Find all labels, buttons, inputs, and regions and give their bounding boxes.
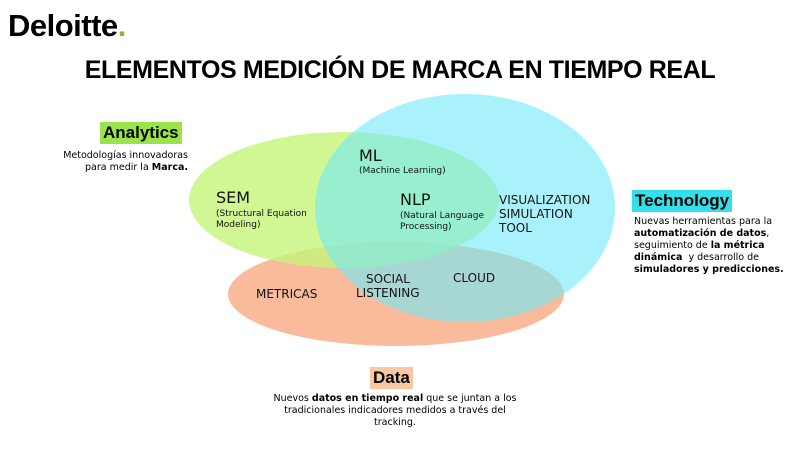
data-desc-line2: tradicionales indicadores medidos a trav… bbox=[284, 405, 506, 416]
listening-label: LISTENING bbox=[356, 286, 420, 300]
metricas-label: METRICAS bbox=[256, 287, 318, 301]
analytics-description: Metodologías innovadoras para medir la M… bbox=[8, 150, 188, 174]
cloud-label: CLOUD bbox=[453, 271, 496, 285]
analytics-desc-line2: para medir la Marca. bbox=[85, 162, 188, 173]
data-description: Nuevos datos en tiempo real que se junta… bbox=[240, 393, 550, 429]
nlp-label: NLP bbox=[400, 190, 431, 209]
technology-desc-line5: simuladores y predicciones. bbox=[634, 264, 784, 275]
social-label: SOCIAL bbox=[366, 272, 410, 286]
nlp-sublabel-1: (Natural Language bbox=[400, 211, 484, 221]
technology-tag: Technology bbox=[632, 190, 733, 212]
simulation-label: SIMULATION bbox=[499, 207, 573, 221]
analytics-tag: Analytics bbox=[100, 122, 182, 144]
sem-sublabel-1: (Structural Equation bbox=[216, 209, 307, 219]
ml-label: ML bbox=[359, 146, 382, 165]
ml-sublabel: (Machine Learning) bbox=[359, 166, 446, 176]
nlp-sublabel-2: Processing) bbox=[400, 222, 452, 232]
deloitte-logo: Deloitte. bbox=[8, 8, 126, 43]
visualization-label: VISUALIZATION bbox=[499, 193, 591, 207]
technology-desc-line2: automatización de datos, bbox=[634, 228, 770, 239]
technology-description: Nuevas herramientas para la automatizaci… bbox=[634, 216, 798, 276]
sem-label: SEM bbox=[216, 188, 251, 207]
analytics-desc-line1: Metodologías innovadoras bbox=[63, 150, 188, 161]
technology-desc-line4: dinámica y desarrollo de bbox=[634, 252, 759, 263]
sem-sublabel-2: Modeling) bbox=[216, 220, 261, 230]
technology-desc-line3: seguimiento de la métrica bbox=[634, 240, 765, 251]
data-desc-line1: Nuevos datos en tiempo real que se junta… bbox=[273, 393, 517, 404]
technology-ellipse bbox=[315, 94, 615, 322]
page-title: ELEMENTOS MEDICIÓN DE MARCA EN TIEMPO RE… bbox=[84, 56, 716, 84]
data-desc-line3: tracking. bbox=[374, 417, 416, 428]
tool-label: TOOL bbox=[499, 221, 532, 235]
technology-desc-line1: Nuevas herramientas para la bbox=[634, 216, 773, 227]
data-tag: Data bbox=[370, 367, 413, 389]
